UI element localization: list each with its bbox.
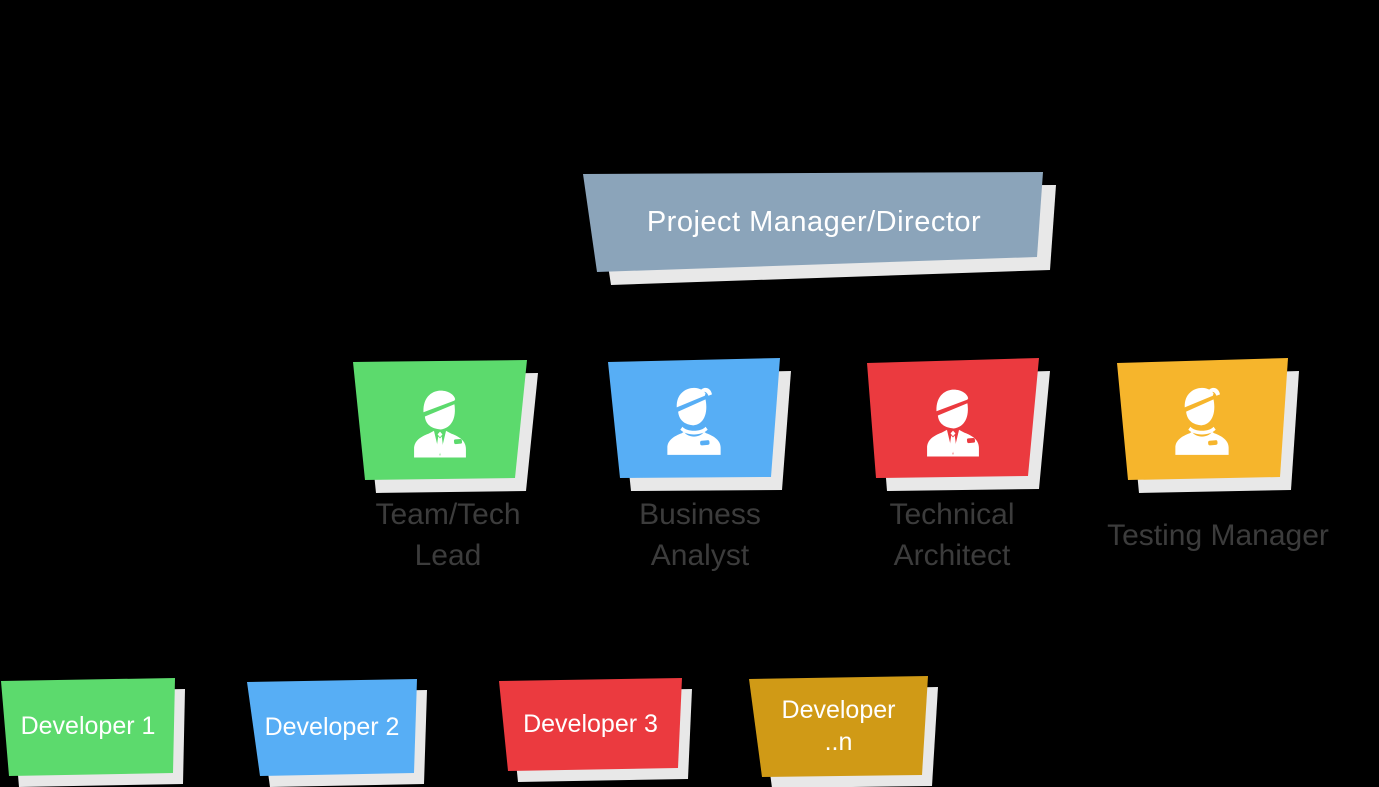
developer-1-label: Developer 1 xyxy=(20,712,156,740)
person-tie-icon xyxy=(927,389,979,457)
person-tie-icon xyxy=(414,390,466,458)
developer-3-label: Developer 3 xyxy=(523,710,658,738)
project-manager-label: Project Manager/Director xyxy=(646,205,982,238)
person-badge-icon xyxy=(1175,387,1229,455)
technical-architect-label: Technical Architect xyxy=(889,498,1015,572)
developer-2-box xyxy=(247,679,417,776)
testing-manager-label: Testing Manager xyxy=(1107,518,1329,552)
team-lead-label: Team/Tech Lead xyxy=(375,498,521,572)
project-manager-box xyxy=(583,172,1043,272)
developer-2-label: Developer 2 xyxy=(264,713,400,741)
business-analyst-label: Business Analyst xyxy=(639,498,761,572)
developer-n-box xyxy=(749,676,928,777)
developer-1-box xyxy=(1,678,175,776)
person-badge-icon xyxy=(667,387,721,455)
developer-n-label: Developer ..n xyxy=(781,696,896,756)
developer-3-box xyxy=(499,678,682,771)
